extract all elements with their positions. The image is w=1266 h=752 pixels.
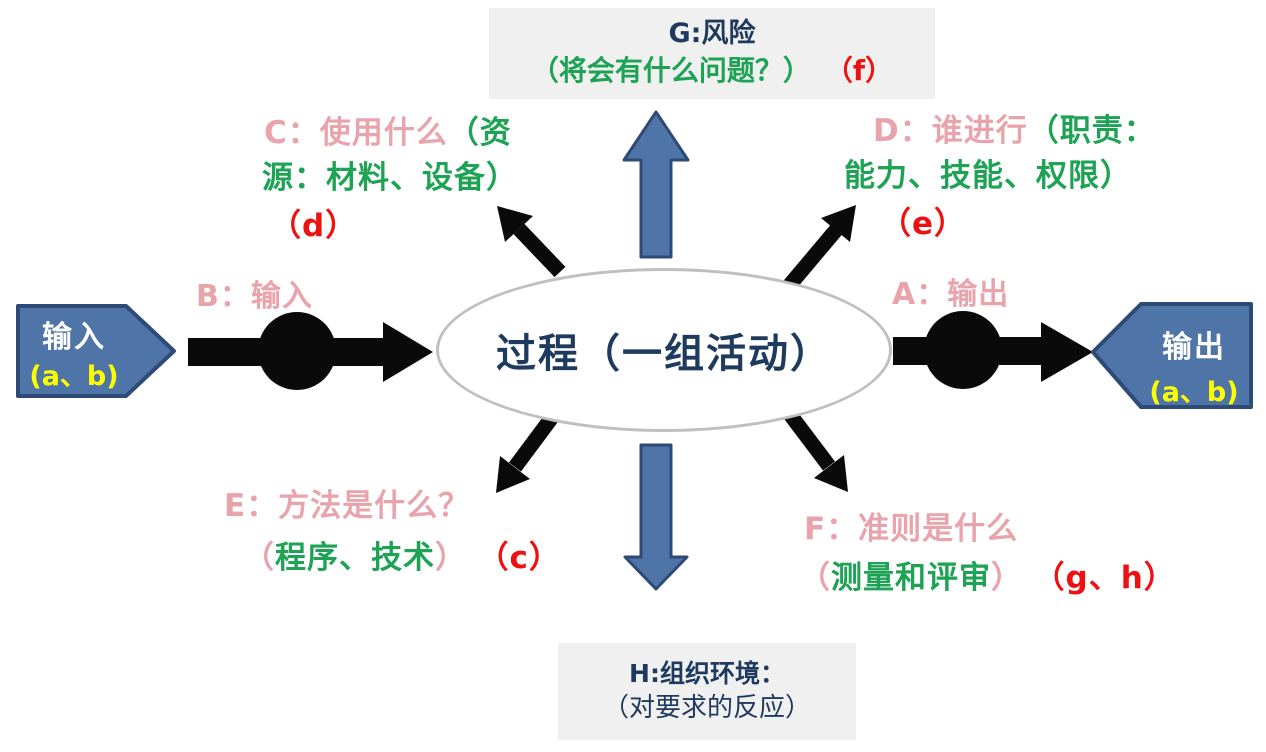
- output-flow-arrow: [893, 311, 1093, 389]
- environment-box-title: H:组织环境：: [629, 659, 785, 688]
- risk-box-title: G:风险: [668, 17, 756, 49]
- environment-box-subtitle: （对要求的反应）: [602, 693, 811, 723]
- risk-box-title-prefix: G:: [668, 17, 702, 49]
- label-c-line2: 源：材料、设备）: [262, 160, 518, 196]
- label-e-line1: E：方法是什么？: [224, 488, 471, 524]
- label-e-line2: （程序、技术）（c）: [243, 540, 561, 576]
- input-pentagon: [16, 304, 176, 398]
- risk-up-arrow: [622, 110, 690, 259]
- arrow-to-f-icon: [783, 408, 848, 492]
- arrow-to-d-icon: [782, 205, 856, 292]
- process-label: 过程（一组活动）: [496, 331, 832, 377]
- label-c-line1: C：使用什么（资: [264, 115, 512, 151]
- label-c-ref: （d）: [270, 208, 358, 244]
- input-shape-ref: (a、b): [29, 361, 119, 392]
- arrow-to-e-icon: [496, 411, 560, 493]
- risk-box-ref: （f）: [838, 53, 894, 87]
- label-d-ref: （e）: [880, 206, 967, 242]
- risk-box: G:风险 （将会有什么问题？）（f）: [489, 8, 935, 99]
- label-a-output: A：输出: [892, 277, 1010, 312]
- label-d-line1: D：谁进行（职责：: [873, 113, 1156, 149]
- label-f-line2: （测量和评审）（g、h）: [799, 560, 1176, 596]
- arrow-to-c-icon: [497, 206, 566, 278]
- output-pentagon: [1091, 302, 1253, 409]
- process-ellipse: 过程（一组活动）: [436, 268, 892, 432]
- label-f-ref: （g、h）: [1049, 560, 1176, 596]
- input-shape-label: 输入: [42, 320, 106, 355]
- input-flow-arrow: [188, 312, 433, 390]
- output-shape-label: 输出: [1162, 330, 1226, 365]
- output-shape-ref: (a、b): [1149, 377, 1239, 408]
- label-f-line1: F：准则是什么: [804, 511, 1019, 547]
- label-e-ref: （c）: [493, 540, 561, 576]
- label-d-line2: 能力、技能、权限）: [844, 158, 1132, 194]
- risk-box-question: （将会有什么问题？）（f）: [530, 53, 894, 87]
- environment-down-arrow: [623, 443, 689, 591]
- label-b-input: B：输入: [196, 279, 313, 314]
- environment-box: H:组织环境： （对要求的反应）: [558, 643, 856, 740]
